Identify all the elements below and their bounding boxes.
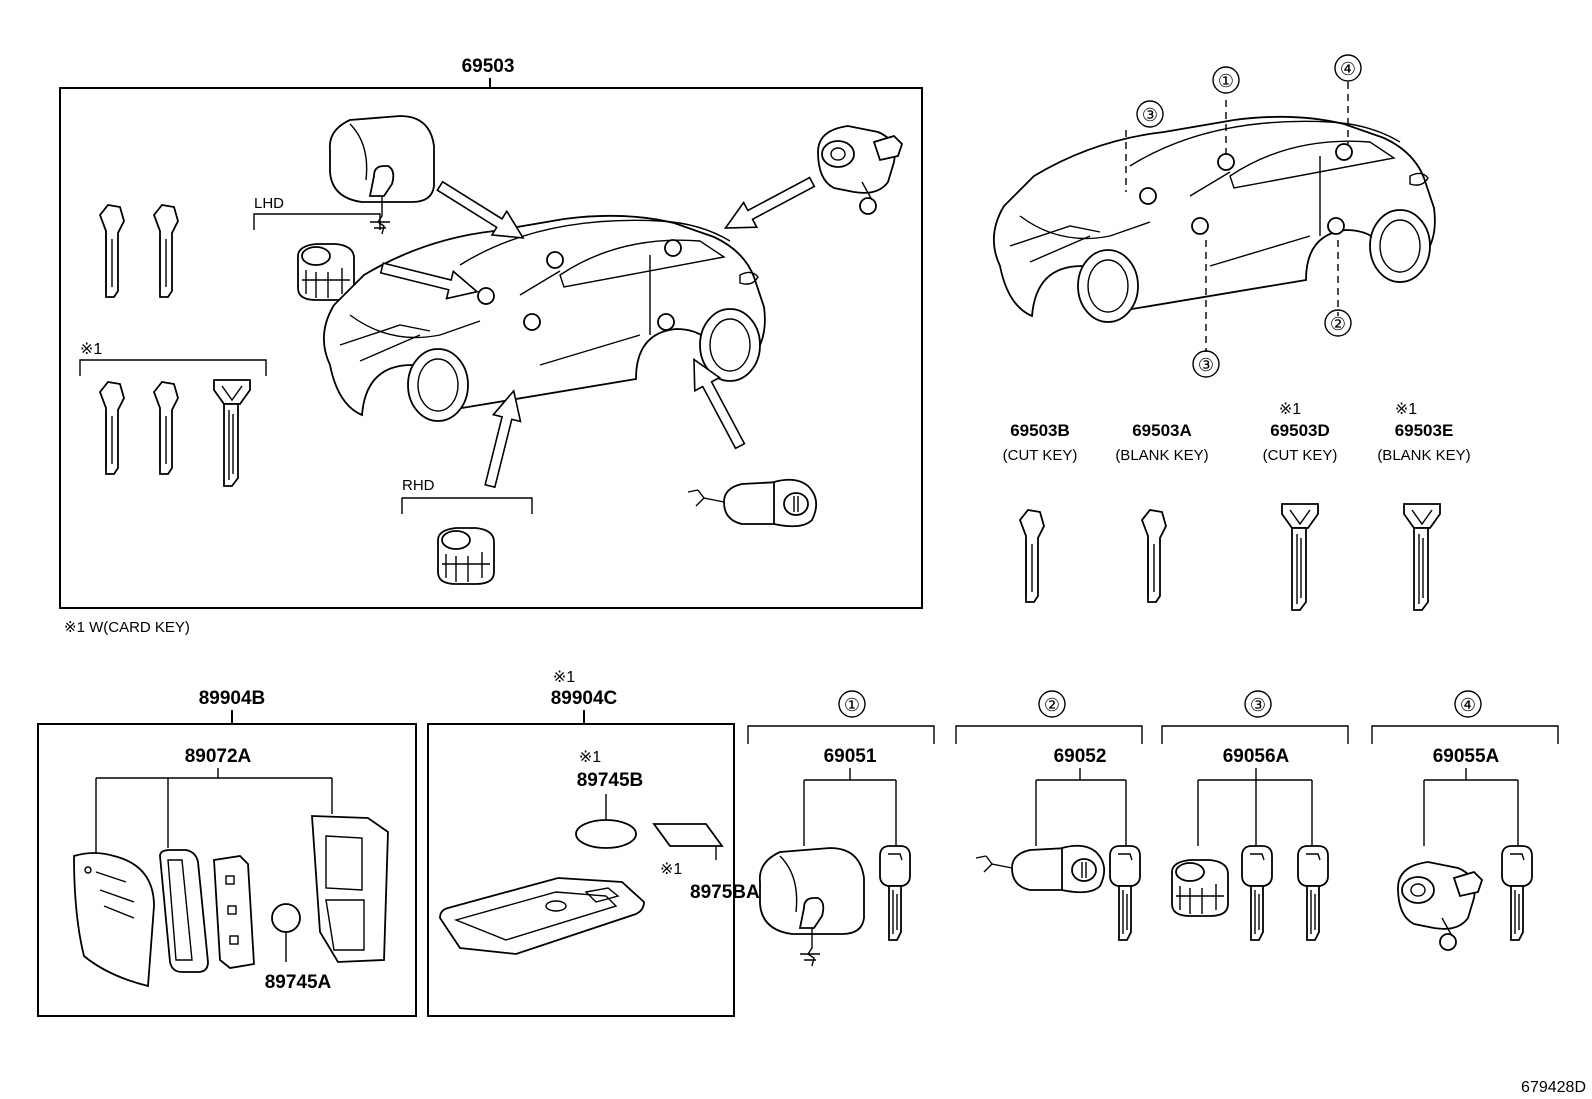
marker-2: ② — [1324, 309, 1352, 337]
key-variant-69503E: ※1 69503E (BLANK KEY) — [1377, 401, 1471, 611]
key-icon — [99, 381, 125, 475]
coin-battery-icon — [575, 819, 637, 849]
footnote: ※1 W(CARD KEY) — [64, 619, 190, 636]
location-point — [664, 239, 682, 257]
lock-set-2-number: 69052 — [1054, 746, 1107, 767]
main-assembly-frame — [59, 87, 923, 609]
transmitter-sub-number: 89072A — [185, 746, 252, 767]
key-icon — [1241, 845, 1273, 941]
marker-3-set: ③ — [1244, 690, 1272, 718]
svg-text:(CUT KEY): (CUT KEY) — [1263, 447, 1338, 464]
lock-cylinder-icon — [297, 243, 355, 301]
door-lock-icon — [758, 847, 865, 967]
key-icon — [1297, 845, 1329, 941]
rhd-label: RHD — [402, 477, 435, 494]
transmitter-number: 89904B — [199, 688, 266, 709]
card-battery-number: 89745B — [577, 770, 644, 791]
card-key-mark: ※1 — [553, 669, 575, 686]
main-assembly-number: 69503 — [462, 56, 515, 77]
note-mark: ※1 — [80, 341, 102, 358]
card-key-icon — [1281, 503, 1319, 611]
svg-text:※1: ※1 — [1395, 401, 1417, 418]
location-point — [657, 313, 675, 331]
ignition-lock-icon — [817, 125, 903, 215]
lock-set-3-number: 69056A — [1223, 746, 1290, 767]
sheet-icon — [652, 823, 724, 847]
arrow-icon — [718, 168, 820, 242]
marker-4-set: ④ — [1454, 690, 1482, 718]
card-key-frame — [427, 723, 735, 1017]
svg-text:②: ② — [1044, 695, 1060, 715]
lock-cylinder-icon — [437, 527, 495, 585]
key-variant-69503B: 69503B (CUT KEY) — [1003, 421, 1078, 603]
svg-text:(CUT KEY): (CUT KEY) — [1003, 447, 1078, 464]
marker-1-set: ① — [838, 690, 866, 718]
marker-4: ④ — [1334, 54, 1362, 82]
svg-text:69503B: 69503B — [1010, 421, 1070, 440]
card-key-icon — [1403, 503, 1441, 611]
key-icon — [1109, 845, 1141, 941]
card-key-icon — [439, 877, 645, 955]
key-icon — [1019, 509, 1045, 603]
svg-text:69503A: 69503A — [1132, 421, 1192, 440]
svg-text:③: ③ — [1142, 105, 1158, 125]
ignition-lock-icon — [1397, 861, 1483, 951]
svg-text:①: ① — [844, 695, 860, 715]
svg-text:③: ③ — [1250, 695, 1266, 715]
lock-set-1-number: 69051 — [824, 746, 877, 767]
svg-text:(BLANK KEY): (BLANK KEY) — [1115, 447, 1208, 464]
location-point — [523, 313, 541, 331]
lhd-label: LHD — [254, 195, 284, 212]
marker-1: ① — [1212, 66, 1240, 94]
figure-id: 679428D — [1521, 1079, 1586, 1096]
key-icon — [99, 204, 125, 298]
location-point — [477, 287, 495, 305]
transmitter-case-icon — [73, 852, 155, 988]
svg-text:③: ③ — [1198, 355, 1214, 375]
key-variant-69503A: 69503A (BLANK KEY) — [1115, 421, 1209, 603]
card-key-number: 89904C — [551, 688, 618, 709]
key-icon — [153, 381, 179, 475]
transmitter-frame-part-icon — [159, 849, 209, 973]
svg-text:(BLANK KEY): (BLANK KEY) — [1377, 447, 1470, 464]
sheet-number: 8975BA — [690, 882, 760, 903]
key-variant-69503D: ※1 69503D (CUT KEY) — [1263, 401, 1338, 611]
door-lock-icon — [328, 115, 435, 235]
svg-text:④: ④ — [1340, 59, 1356, 79]
key-icon — [879, 845, 911, 941]
svg-text:②: ② — [1330, 314, 1346, 334]
svg-text:※1: ※1 — [1279, 401, 1301, 418]
location-car-illustration — [992, 115, 1436, 323]
location-point — [546, 251, 564, 269]
card-key-icon — [213, 379, 251, 487]
circuit-board-icon — [213, 855, 255, 969]
lock-cylinder-icon — [1171, 859, 1229, 917]
trunk-lock-icon — [687, 478, 818, 528]
transmitter-frame — [37, 723, 417, 1017]
trunk-lock-icon — [975, 844, 1106, 894]
sheet-mark: ※1 — [660, 861, 682, 878]
svg-text:①: ① — [1218, 71, 1234, 91]
svg-text:69503D: 69503D — [1270, 421, 1330, 440]
key-icon — [1501, 845, 1533, 941]
svg-text:④: ④ — [1460, 695, 1476, 715]
battery-icon — [271, 903, 301, 933]
svg-text:69503E: 69503E — [1395, 421, 1454, 440]
card-battery-mark: ※1 — [579, 749, 601, 766]
marker-3-lower: ③ — [1192, 350, 1220, 378]
marker-2-set: ② — [1038, 690, 1066, 718]
marker-3-upper: ③ — [1136, 100, 1164, 128]
key-icon — [1141, 509, 1167, 603]
lock-set-4-number: 69055A — [1433, 746, 1500, 767]
car-illustration — [322, 214, 766, 422]
transmitter-battery-number: 89745A — [265, 972, 332, 993]
key-icon — [153, 204, 179, 298]
